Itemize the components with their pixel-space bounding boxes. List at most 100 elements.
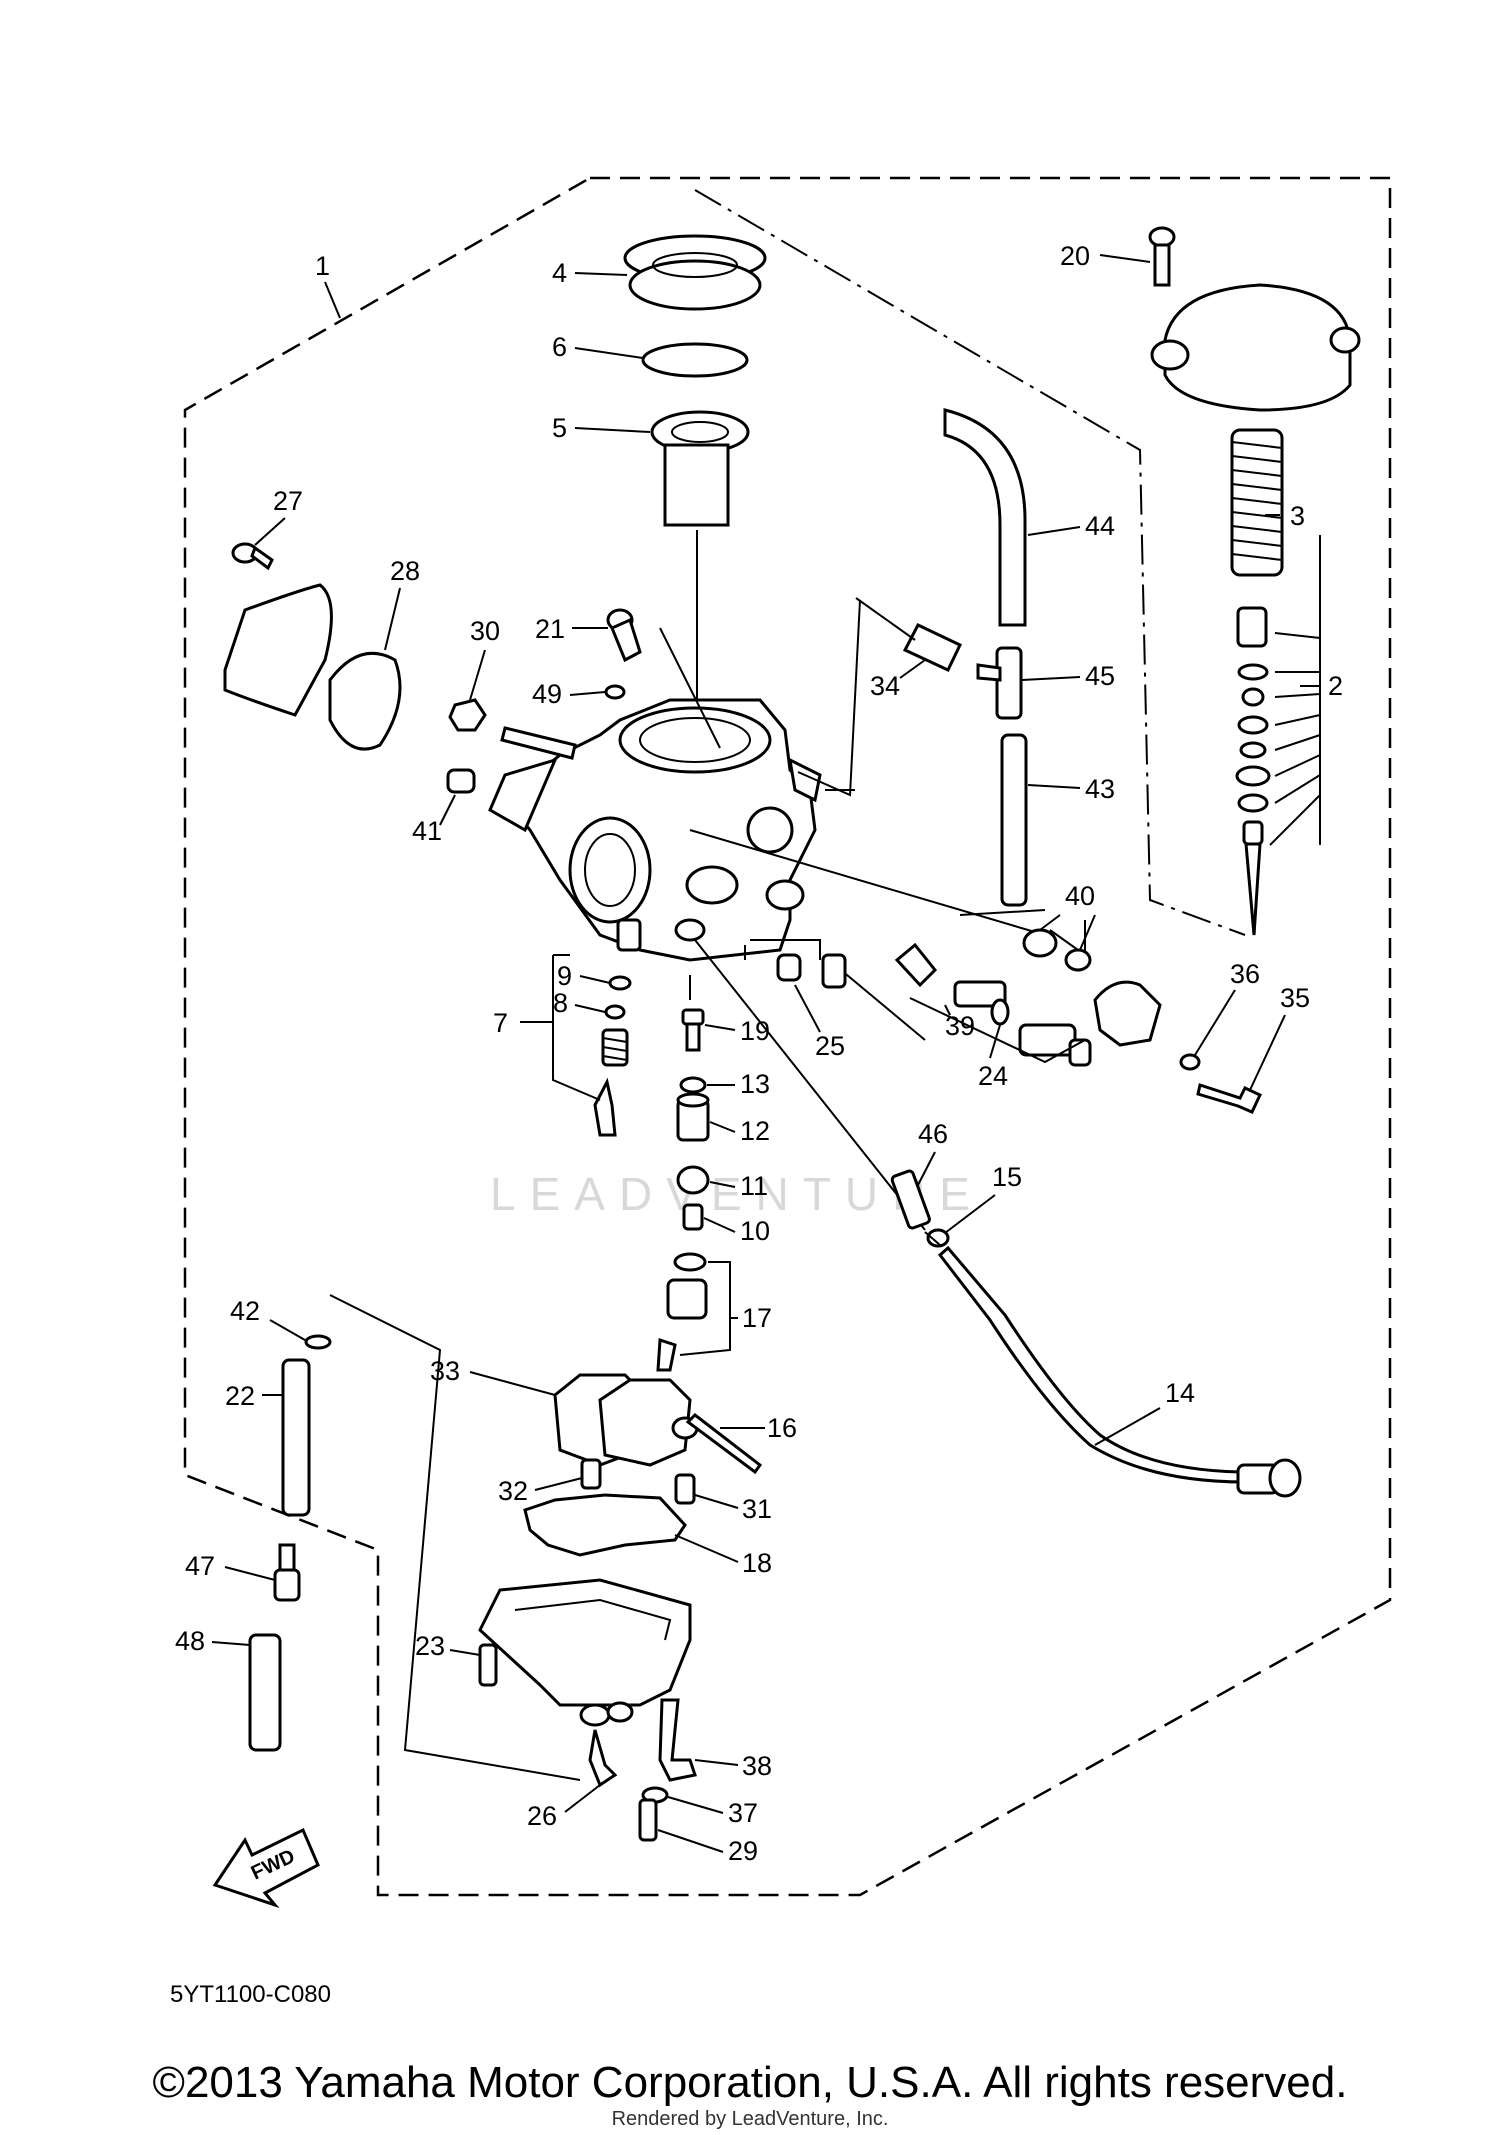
callout-11: 11 bbox=[709, 1171, 768, 1201]
o-ring-6 bbox=[641, 342, 749, 378]
svg-text:48: 48 bbox=[175, 1626, 205, 1656]
throttle-cable-14 bbox=[937, 1245, 1248, 1484]
top-cover bbox=[1150, 283, 1361, 412]
svg-text:33: 33 bbox=[430, 1356, 460, 1386]
spring-38 bbox=[658, 1698, 697, 1782]
needle-valve-17 bbox=[656, 1337, 677, 1372]
svg-text:6: 6 bbox=[552, 332, 567, 362]
assembly-boundary bbox=[183, 176, 1392, 1897]
bracket-2-3 bbox=[1269, 535, 1321, 846]
svg-text:23: 23 bbox=[415, 1631, 445, 1661]
callout-31: 31 bbox=[694, 1494, 772, 1524]
diaphragm-4 bbox=[623, 234, 767, 311]
plug-41 bbox=[446, 768, 476, 794]
o-ring-17 bbox=[673, 1252, 707, 1272]
callout-41: 41 bbox=[412, 794, 456, 846]
fitting-47 bbox=[273, 1543, 301, 1602]
throttle-screw bbox=[500, 726, 577, 760]
o-ring-24 bbox=[990, 998, 1010, 1026]
svg-text:9: 9 bbox=[557, 961, 572, 991]
svg-text:17: 17 bbox=[742, 1303, 772, 1333]
callout-6: 6 bbox=[552, 332, 644, 362]
svg-text:8: 8 bbox=[553, 988, 568, 1018]
parts-40 bbox=[1022, 928, 1092, 972]
fwd-arrow-icon: FWD bbox=[212, 1827, 320, 1909]
svg-text:16: 16 bbox=[767, 1413, 797, 1443]
copyright-notice: ©2013 Yamaha Motor Corporation, U.S.A. A… bbox=[152, 2058, 1348, 2107]
callout-19: 19 bbox=[704, 1016, 770, 1046]
svg-text:1: 1 bbox=[315, 251, 330, 281]
washer-8 bbox=[604, 1004, 626, 1020]
o-ring-13 bbox=[679, 1076, 707, 1094]
svg-text:29: 29 bbox=[728, 1836, 758, 1866]
svg-text:24: 24 bbox=[978, 1061, 1008, 1091]
callout-38: 38 bbox=[694, 1751, 772, 1781]
washer-15 bbox=[926, 1228, 950, 1248]
svg-text:35: 35 bbox=[1280, 983, 1310, 1013]
float-bowl bbox=[478, 1578, 692, 1727]
svg-text:5: 5 bbox=[552, 413, 567, 443]
drain-screw-26 bbox=[588, 1729, 618, 1788]
svg-text:31: 31 bbox=[742, 1494, 772, 1524]
callout-39: 39 bbox=[944, 1004, 975, 1041]
callout-34: 34 bbox=[870, 659, 926, 701]
plate-27 bbox=[223, 583, 333, 717]
svg-text:14: 14 bbox=[1165, 1378, 1195, 1408]
callout-29: 29 bbox=[657, 1829, 758, 1866]
callout-28: 28 bbox=[384, 556, 420, 651]
hose-34 bbox=[902, 623, 963, 672]
screw-35 bbox=[1196, 1083, 1262, 1114]
callout-27: 27 bbox=[254, 486, 303, 546]
svg-text:22: 22 bbox=[225, 1381, 255, 1411]
tube-22 bbox=[281, 1358, 311, 1517]
svg-text:26: 26 bbox=[527, 1801, 557, 1831]
o-ring-49 bbox=[604, 684, 626, 700]
jet-19 bbox=[681, 1008, 705, 1052]
screw-7 bbox=[593, 1077, 617, 1137]
bolt-27 bbox=[231, 542, 274, 571]
callout-25: 25 bbox=[794, 984, 845, 1061]
svg-text:34: 34 bbox=[870, 671, 900, 701]
washer-36 bbox=[1179, 1053, 1201, 1071]
callout-15: 15 bbox=[944, 1162, 1022, 1234]
svg-text:4: 4 bbox=[552, 258, 567, 288]
o-ring-28 bbox=[328, 651, 402, 751]
svg-text:27: 27 bbox=[273, 486, 303, 516]
svg-text:20: 20 bbox=[1060, 241, 1090, 271]
callout-13: 13 bbox=[707, 1069, 770, 1099]
callout-16: 16 bbox=[720, 1413, 797, 1443]
screw-21 bbox=[606, 608, 642, 663]
screw-23 bbox=[478, 1643, 498, 1687]
svg-text:11: 11 bbox=[740, 1171, 768, 1201]
pin-16 bbox=[685, 1413, 763, 1475]
svg-text:25: 25 bbox=[815, 1031, 845, 1061]
tube-48 bbox=[248, 1633, 282, 1752]
screw-20 bbox=[1148, 226, 1176, 287]
hose-43 bbox=[1000, 733, 1028, 907]
callout-4: 4 bbox=[552, 258, 628, 288]
callout-20: 20 bbox=[1060, 241, 1151, 271]
svg-text:46: 46 bbox=[918, 1119, 948, 1149]
svg-text:36: 36 bbox=[1230, 959, 1260, 989]
diagram-code: 5YT1100-C080 bbox=[170, 1981, 331, 2008]
callout-46: 46 bbox=[917, 1119, 948, 1186]
needle-set-2 bbox=[1235, 606, 1271, 936]
svg-text:40: 40 bbox=[1065, 881, 1095, 911]
callout-5: 5 bbox=[552, 413, 651, 443]
callout-44: 44 bbox=[1027, 511, 1115, 541]
callout-8: 8 bbox=[553, 988, 606, 1018]
svg-text:21: 21 bbox=[535, 614, 565, 644]
svg-text:18: 18 bbox=[742, 1548, 772, 1578]
callout-9: 9 bbox=[557, 961, 611, 991]
callout-1: 1 bbox=[315, 251, 341, 319]
callout-14: 14 bbox=[1094, 1378, 1195, 1446]
svg-text:44: 44 bbox=[1085, 511, 1115, 541]
svg-text:43: 43 bbox=[1085, 774, 1115, 804]
svg-text:38: 38 bbox=[742, 1751, 772, 1781]
svg-text:15: 15 bbox=[992, 1162, 1022, 1192]
callout-17: 17 bbox=[730, 1303, 772, 1333]
screw-32 bbox=[580, 1458, 602, 1490]
svg-text:41: 41 bbox=[412, 816, 442, 846]
svg-text:10: 10 bbox=[740, 1216, 770, 1246]
callout-3: 3 bbox=[1265, 501, 1305, 531]
